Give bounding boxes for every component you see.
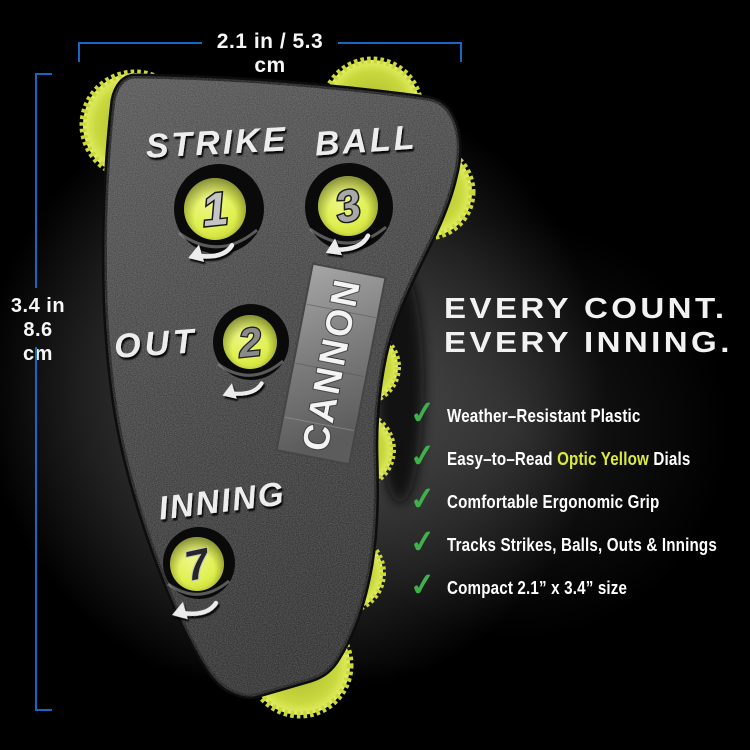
check-icon: ✓ — [407, 479, 438, 518]
feature-text: Tracks Strikes, Balls, Outs & Innings — [447, 534, 717, 556]
feature-text-pre: Comfortable Ergonomic Grip — [447, 490, 660, 512]
height-dimension-cm: 8.6 cm — [23, 319, 53, 365]
width-dimension-label: 2.1 in / 5.3 cm — [216, 30, 324, 77]
inning-dial-shade — [170, 537, 224, 591]
height-bracket-line-bottom — [35, 347, 37, 710]
brand-plate-metal — [275, 262, 387, 466]
ball-dial-group: 3 — [305, 163, 393, 251]
headline: EVERY COUNT. EVERY INNING. — [444, 292, 733, 360]
out-label: OUT — [113, 322, 199, 366]
height-bracket-top-tick — [35, 73, 52, 75]
height-dimension-label: 3.4 in 8.6 cm — [6, 294, 70, 366]
feature-text: Comfortable Ergonomic Grip — [447, 491, 659, 513]
feature-text-pre: Easy–to–Read — [447, 447, 558, 469]
plate-brush-line — [306, 303, 376, 319]
inning-dial-group: 7 — [163, 527, 235, 599]
strike-label: STRIKE — [145, 120, 289, 165]
height-bracket-bottom-tick — [35, 709, 52, 711]
out-dial-shade — [223, 315, 277, 369]
feature-list: ✓ Weather–Resistant Plastic ✓ Easy–to–Re… — [407, 393, 750, 609]
width-bracket-line-right — [338, 42, 460, 44]
feature-compact-size: ✓ Compact 2.1” x 3.4” size — [407, 565, 750, 609]
dial-labels: STRIKE BALL OUT INNING — [113, 118, 419, 526]
out-hole-rim-highlight — [217, 359, 284, 377]
strike-dial-group: 1 — [174, 164, 264, 254]
feature-text-pre: Weather–Resistant Plastic — [447, 404, 641, 426]
brand-plate: CANNON — [275, 262, 387, 466]
strike-dial-shade — [184, 178, 246, 240]
feature-optic-yellow-dials: ✓ Easy–to–Read Optic Yellow Dials — [407, 436, 750, 480]
strike-hole-rim-highlight — [178, 228, 258, 249]
headline-line2: EVERY INNING. — [444, 327, 733, 359]
check-icon: ✓ — [407, 393, 438, 432]
inning-hole-rim-highlight — [167, 579, 230, 596]
feature-tracks-counts: ✓ Tracks Strikes, Balls, Outs & Innings — [407, 522, 750, 566]
feature-text: Compact 2.1” x 3.4” size — [447, 577, 627, 599]
plate-brush-line — [295, 362, 365, 378]
out-dial-value: 2 — [236, 320, 264, 366]
feature-text-highlight: Optic Yellow — [557, 447, 649, 469]
feature-weather-resistant: ✓ Weather–Resistant Plastic — [407, 393, 750, 437]
strike-dial-value: 1 — [200, 182, 231, 236]
feature-text-pre: Compact 2.1” x 3.4” size — [447, 576, 628, 598]
feature-text: Easy–to–Read Optic Yellow Dials — [447, 448, 690, 470]
width-bracket-line-left — [80, 42, 202, 44]
ball-hole-rim-highlight — [309, 225, 387, 245]
check-icon: ✓ — [407, 522, 438, 561]
height-dimension-inches: 3.4 in — [10, 295, 66, 317]
ball-dial-shade — [318, 176, 378, 236]
plate-brush-line — [284, 416, 354, 432]
width-bracket-right-tick — [460, 42, 462, 62]
out-dial-group: 2 — [213, 304, 289, 380]
feature-text: Weather–Resistant Plastic — [447, 405, 641, 427]
check-icon: ✓ — [407, 436, 438, 475]
width-bracket-left-tick — [78, 42, 80, 62]
check-icon: ✓ — [407, 565, 438, 604]
feature-text-pre: Tracks Strikes, Balls, Outs & Innings — [447, 533, 717, 555]
ball-label: BALL — [313, 118, 418, 163]
headline-line1: EVERY COUNT. — [444, 293, 728, 325]
feature-text-post: Dials — [648, 447, 691, 469]
height-bracket-line-top — [35, 73, 37, 288]
feature-ergonomic-grip: ✓ Comfortable Ergonomic Grip — [407, 479, 750, 523]
